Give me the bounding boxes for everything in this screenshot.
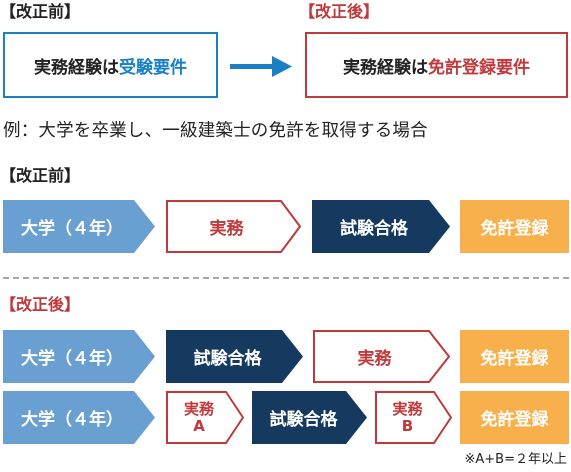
section-divider [3,277,569,279]
jitsumu-b-letter: B [401,416,414,435]
before-box-plain-text: 実務経験は [34,57,119,78]
jitsumu-a-letter: A [193,416,205,435]
stage-jitsumu-a: 実務 A [166,391,244,444]
stage-license-registration: 免許登録 [460,200,569,253]
stage-university: 大学（４年） [3,391,155,444]
after-label-top: 【改正後】 [299,2,380,21]
stage-university: 大学（４年） [3,330,155,383]
example-caption: 例：大学を卒業し、一級建築士の免許を取得する場合 [3,121,428,141]
before-label: 【改正前】 [0,166,81,185]
stage-license-registration: 免許登録 [460,330,569,383]
before-label-top: 【改正前】 [0,2,81,21]
stage-exam-pass: 試験合格 [252,391,367,444]
jitsumu-b-label: 実務 [392,399,423,418]
before-box-emphasis-text: 受験要件 [119,57,187,78]
right-arrow-icon [230,56,292,77]
stage-jitsumu-b: 実務 B [375,391,452,444]
after-box-emphasis-text: 免許登録要件 [428,57,530,78]
stage-exam-pass: 試験合格 [312,200,450,253]
after-requirement-box: 実務経験は免許登録要件 [305,32,568,98]
after-box-plain-text: 実務経験は [343,57,428,78]
stage-jitsumu: 実務 [166,200,301,253]
stage-university: 大学（４年） [3,200,155,253]
footnote: ※A+B=２年以上 [464,452,568,467]
stage-jitsumu: 実務 [313,330,450,383]
stage-exam-pass: 試験合格 [166,330,303,383]
before-requirement-box: 実務経験は受験要件 [3,32,218,98]
jitsumu-a-label: 実務 [183,399,214,418]
after-label: 【改正後】 [0,295,81,314]
stage-license-registration: 免許登録 [460,391,569,444]
